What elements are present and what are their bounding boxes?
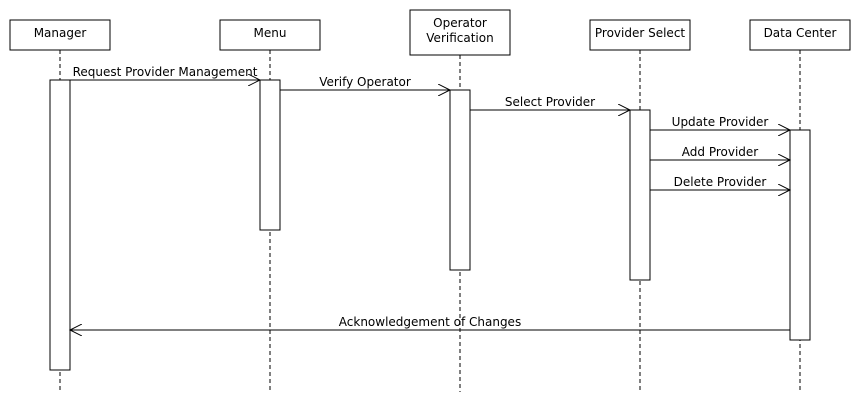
activation-bar-provider-select <box>629 109 651 281</box>
message-label: Request Provider Management <box>73 65 258 79</box>
message-label: Update Provider <box>672 115 769 129</box>
activation-bar-data-center <box>789 129 811 341</box>
message-label: Select Provider <box>505 95 595 109</box>
message-update-provider: Update Provider <box>650 115 790 130</box>
message-label: Verify Operator <box>319 75 411 89</box>
participant-operator-verification: Operator Verification <box>409 9 511 56</box>
participant-label-line-1: Operator <box>433 16 487 30</box>
message-acknowledgement-of-changes: Acknowledgement of Changes <box>70 315 790 330</box>
participant-label: Menu <box>254 26 287 40</box>
participant-label-line-2: Verification <box>426 31 493 45</box>
activation-bar-menu <box>259 79 281 231</box>
message-delete-provider: Delete Provider <box>650 175 790 190</box>
activation-bar-manager <box>49 79 71 371</box>
activations <box>49 79 811 371</box>
participant-manager: Manager <box>9 19 111 51</box>
participant-data-center: Data Center <box>749 19 851 51</box>
message-label: Add Provider <box>682 145 759 159</box>
message-select-provider: Select Provider <box>470 95 630 110</box>
message-label: Acknowledgement of Changes <box>339 315 521 329</box>
participant-label: Data Center <box>764 26 837 40</box>
message-label: Delete Provider <box>674 175 767 189</box>
message-add-provider: Add Provider <box>650 145 790 160</box>
message-verify-operator: Verify Operator <box>280 75 450 90</box>
participant-menu: Menu <box>219 19 321 51</box>
message-request-provider-management: Request Provider Management <box>70 65 260 80</box>
activation-bar-operator-verification <box>449 89 471 271</box>
participant-label: Provider Select <box>595 26 686 40</box>
participant-label: Manager <box>34 26 87 40</box>
participant-provider-select: Provider Select <box>589 19 691 51</box>
lifelines <box>59 50 801 392</box>
